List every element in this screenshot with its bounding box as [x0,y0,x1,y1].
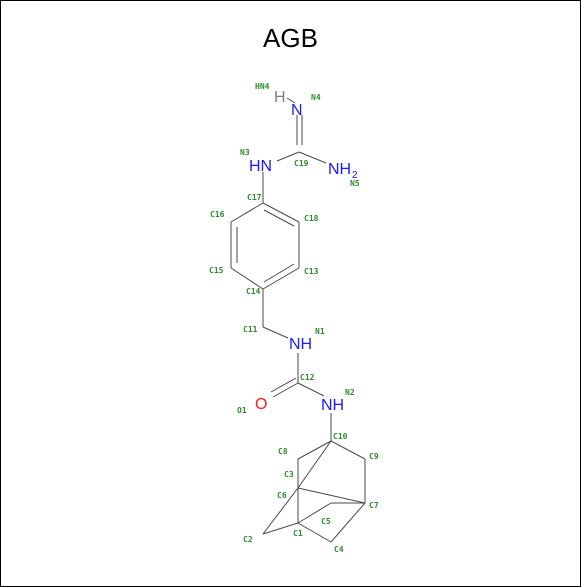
label-c14: C14 [246,287,261,296]
label-c17: C17 [247,193,262,202]
label-c8: C8 [278,447,288,456]
label-c19: C19 [294,159,309,168]
bond-c14-c15 [230,267,264,290]
label-n5: N5 [350,179,360,188]
bond-c6-c2 [262,522,299,535]
bond-c17-c18 [262,202,300,223]
bond-c10-c5 [297,440,332,489]
bonds [230,97,366,543]
label-c16: C16 [210,210,225,219]
bond-c1-c4 [297,522,332,543]
atom-o1: O [255,396,267,413]
bond-c10-c9 [330,440,366,460]
bond-c12-o1-b [270,377,297,393]
bond-c12-n2 [297,382,325,397]
bond-c13-c14 [262,267,300,290]
atom-labels: HN4 N4 N3 C19 N5 C17 C16 C18 C15 C13 C14… [209,82,379,554]
bond-hn4-n4 [286,97,296,104]
label-c1: C1 [293,529,303,538]
label-c10: C10 [333,432,348,441]
bond-inner-c17-c18 [263,209,295,227]
label-c13: C13 [304,267,319,276]
label-c9: C9 [369,452,379,461]
label-n2: N2 [345,388,355,397]
label-c12: C12 [300,373,315,382]
label-c3: C3 [284,470,294,479]
label-c7: C7 [369,501,379,510]
atom-n2: NH [321,397,344,414]
atom-symbols: H N HN NH 2 NH NH O [249,89,358,414]
label-n1: N1 [315,327,325,336]
label-c18: C18 [304,214,319,223]
label-o1: O1 [237,406,247,415]
label-c11: C11 [243,325,258,334]
bond-c2-c3 [262,487,299,535]
molecule-title: AGB [263,23,318,53]
atom-n5: NH [328,161,351,178]
bond-c5-c7 [297,487,366,504]
atom-n4: N [291,102,303,119]
label-c4: C4 [334,545,344,554]
label-c5: C5 [321,517,331,526]
bond-c19-n3 [276,151,300,162]
label-n3: N3 [240,148,250,157]
bond-c6-c1 [297,502,332,524]
label-c6: C6 [277,491,287,500]
label-hn4: HN4 [255,82,270,91]
atom-n3: HN [249,158,272,175]
bond-c16-c17 [230,202,264,223]
atom-h: H [274,89,286,106]
bond-c19-n5 [298,151,327,164]
bond-c12-o1-a [272,382,299,398]
label-c2: C2 [243,535,253,544]
bond-c4-c7 [330,502,366,543]
atom-n5-subscript: 2 [352,170,358,181]
bond-inner-c13-c14 [263,263,295,283]
atom-n1: NH [289,336,312,353]
label-c15: C15 [209,266,224,275]
bond-c11-n1 [262,326,289,339]
bond-c10-c8 [297,440,332,460]
label-n4: N4 [311,93,321,102]
